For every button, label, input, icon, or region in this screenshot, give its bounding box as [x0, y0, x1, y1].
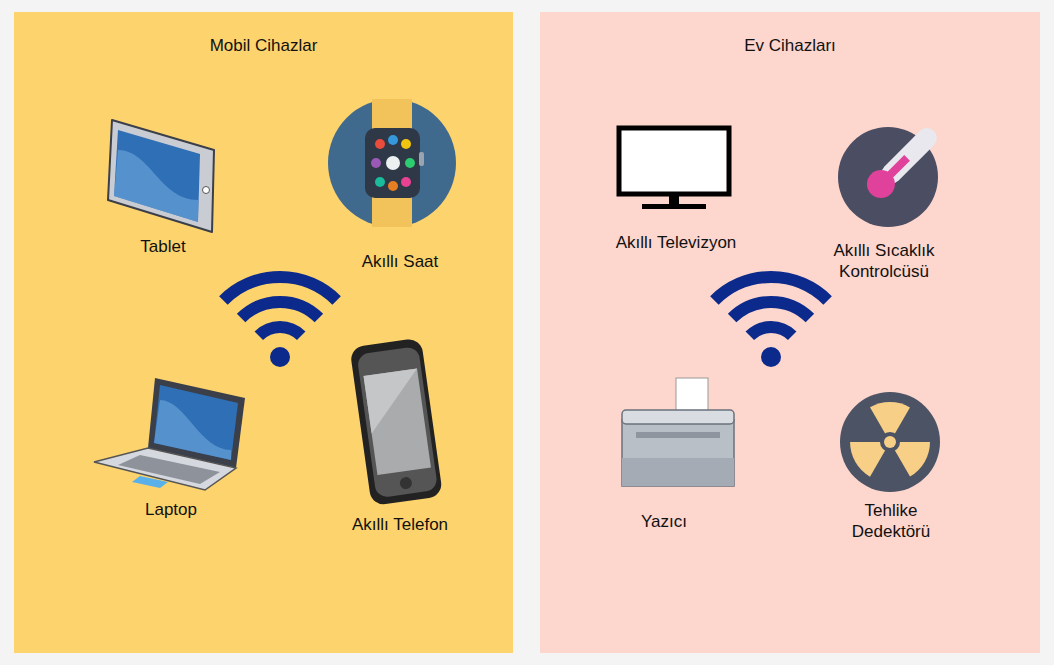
hazard-detector-icon — [840, 390, 940, 492]
smartphone-icon — [349, 338, 443, 506]
device-label: Yazıcı — [641, 511, 687, 532]
panel-ground — [540, 12, 1040, 653]
wifi-symbol — [714, 277, 827, 367]
wifi-symbol — [223, 277, 336, 367]
device-label: Akıllı Telefon — [352, 514, 448, 535]
device-label: Akıllı Saat — [362, 251, 439, 272]
panel-title: Mobil Cihazlar — [14, 12, 513, 56]
thermometer-icon — [838, 121, 944, 227]
panel-ground — [14, 12, 513, 653]
laptop-icon — [94, 378, 245, 490]
printer-icon — [622, 378, 734, 486]
device-group-panel: Ev Cihazları — [540, 12, 1040, 653]
television-icon — [619, 128, 729, 209]
tablet-icon — [108, 120, 214, 232]
device-label: Tablet — [140, 236, 185, 257]
device-label: Tehlike Dedektörü — [836, 500, 946, 543]
device-label: Akıllı Sıcaklık Kontrolcüsü — [809, 240, 959, 283]
smartwatch-icon — [328, 99, 456, 227]
panel-title: Ev Cihazları — [540, 12, 1040, 56]
device-group-panel: Mobil Cihazlar — [14, 12, 513, 653]
device-label: Laptop — [145, 499, 197, 520]
device-label: Akıllı Televizyon — [616, 232, 737, 253]
